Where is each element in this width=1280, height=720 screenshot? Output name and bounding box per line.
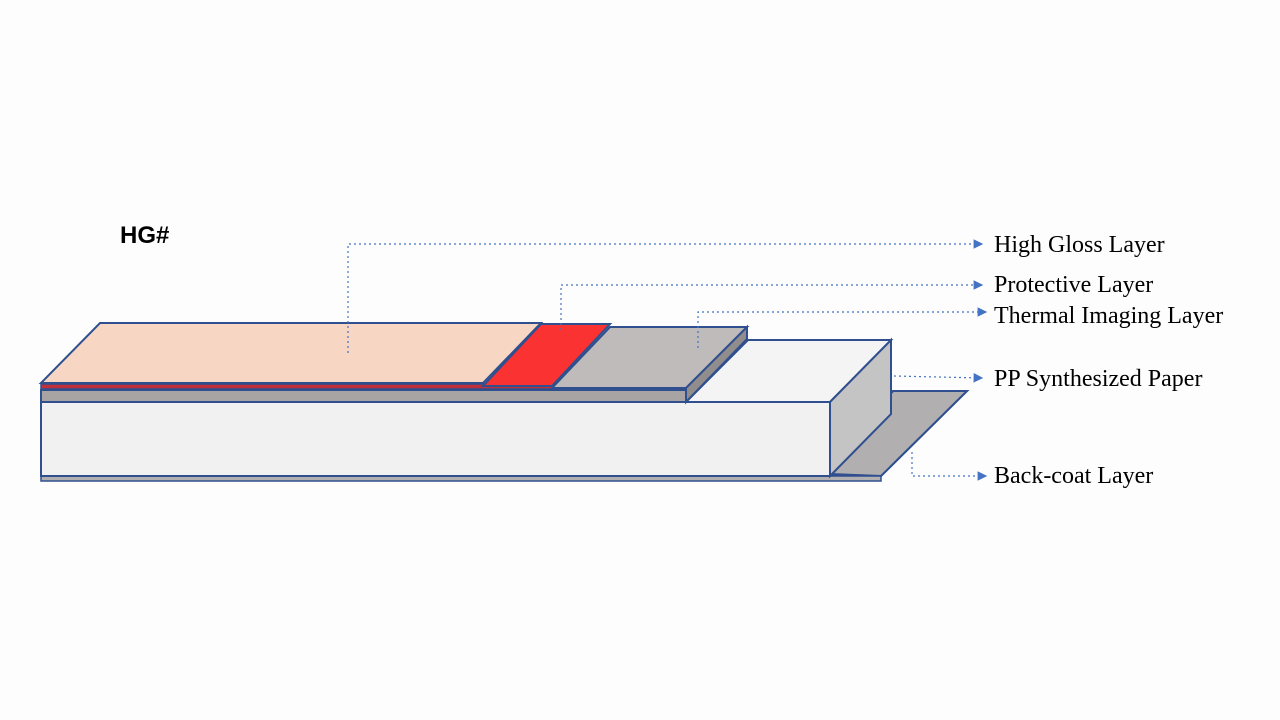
diagram-title: HG# xyxy=(120,222,170,249)
high-gloss-label: High Gloss Layer xyxy=(994,232,1165,258)
back-coat-leader xyxy=(911,452,988,481)
protective-label: Protective Layer xyxy=(994,272,1154,298)
pp-paper-label: PP Synthesized Paper xyxy=(994,366,1203,392)
protective-leader xyxy=(560,280,984,330)
high-gloss-leader xyxy=(347,239,984,353)
pp-paper-leader xyxy=(893,373,984,383)
thermal-imaging-leader xyxy=(697,307,988,348)
high-gloss-layer xyxy=(38,322,544,384)
thermal-imaging-label: Thermal Imaging Layer xyxy=(994,303,1224,329)
back-coat-label: Back-coat Layer xyxy=(994,463,1154,489)
